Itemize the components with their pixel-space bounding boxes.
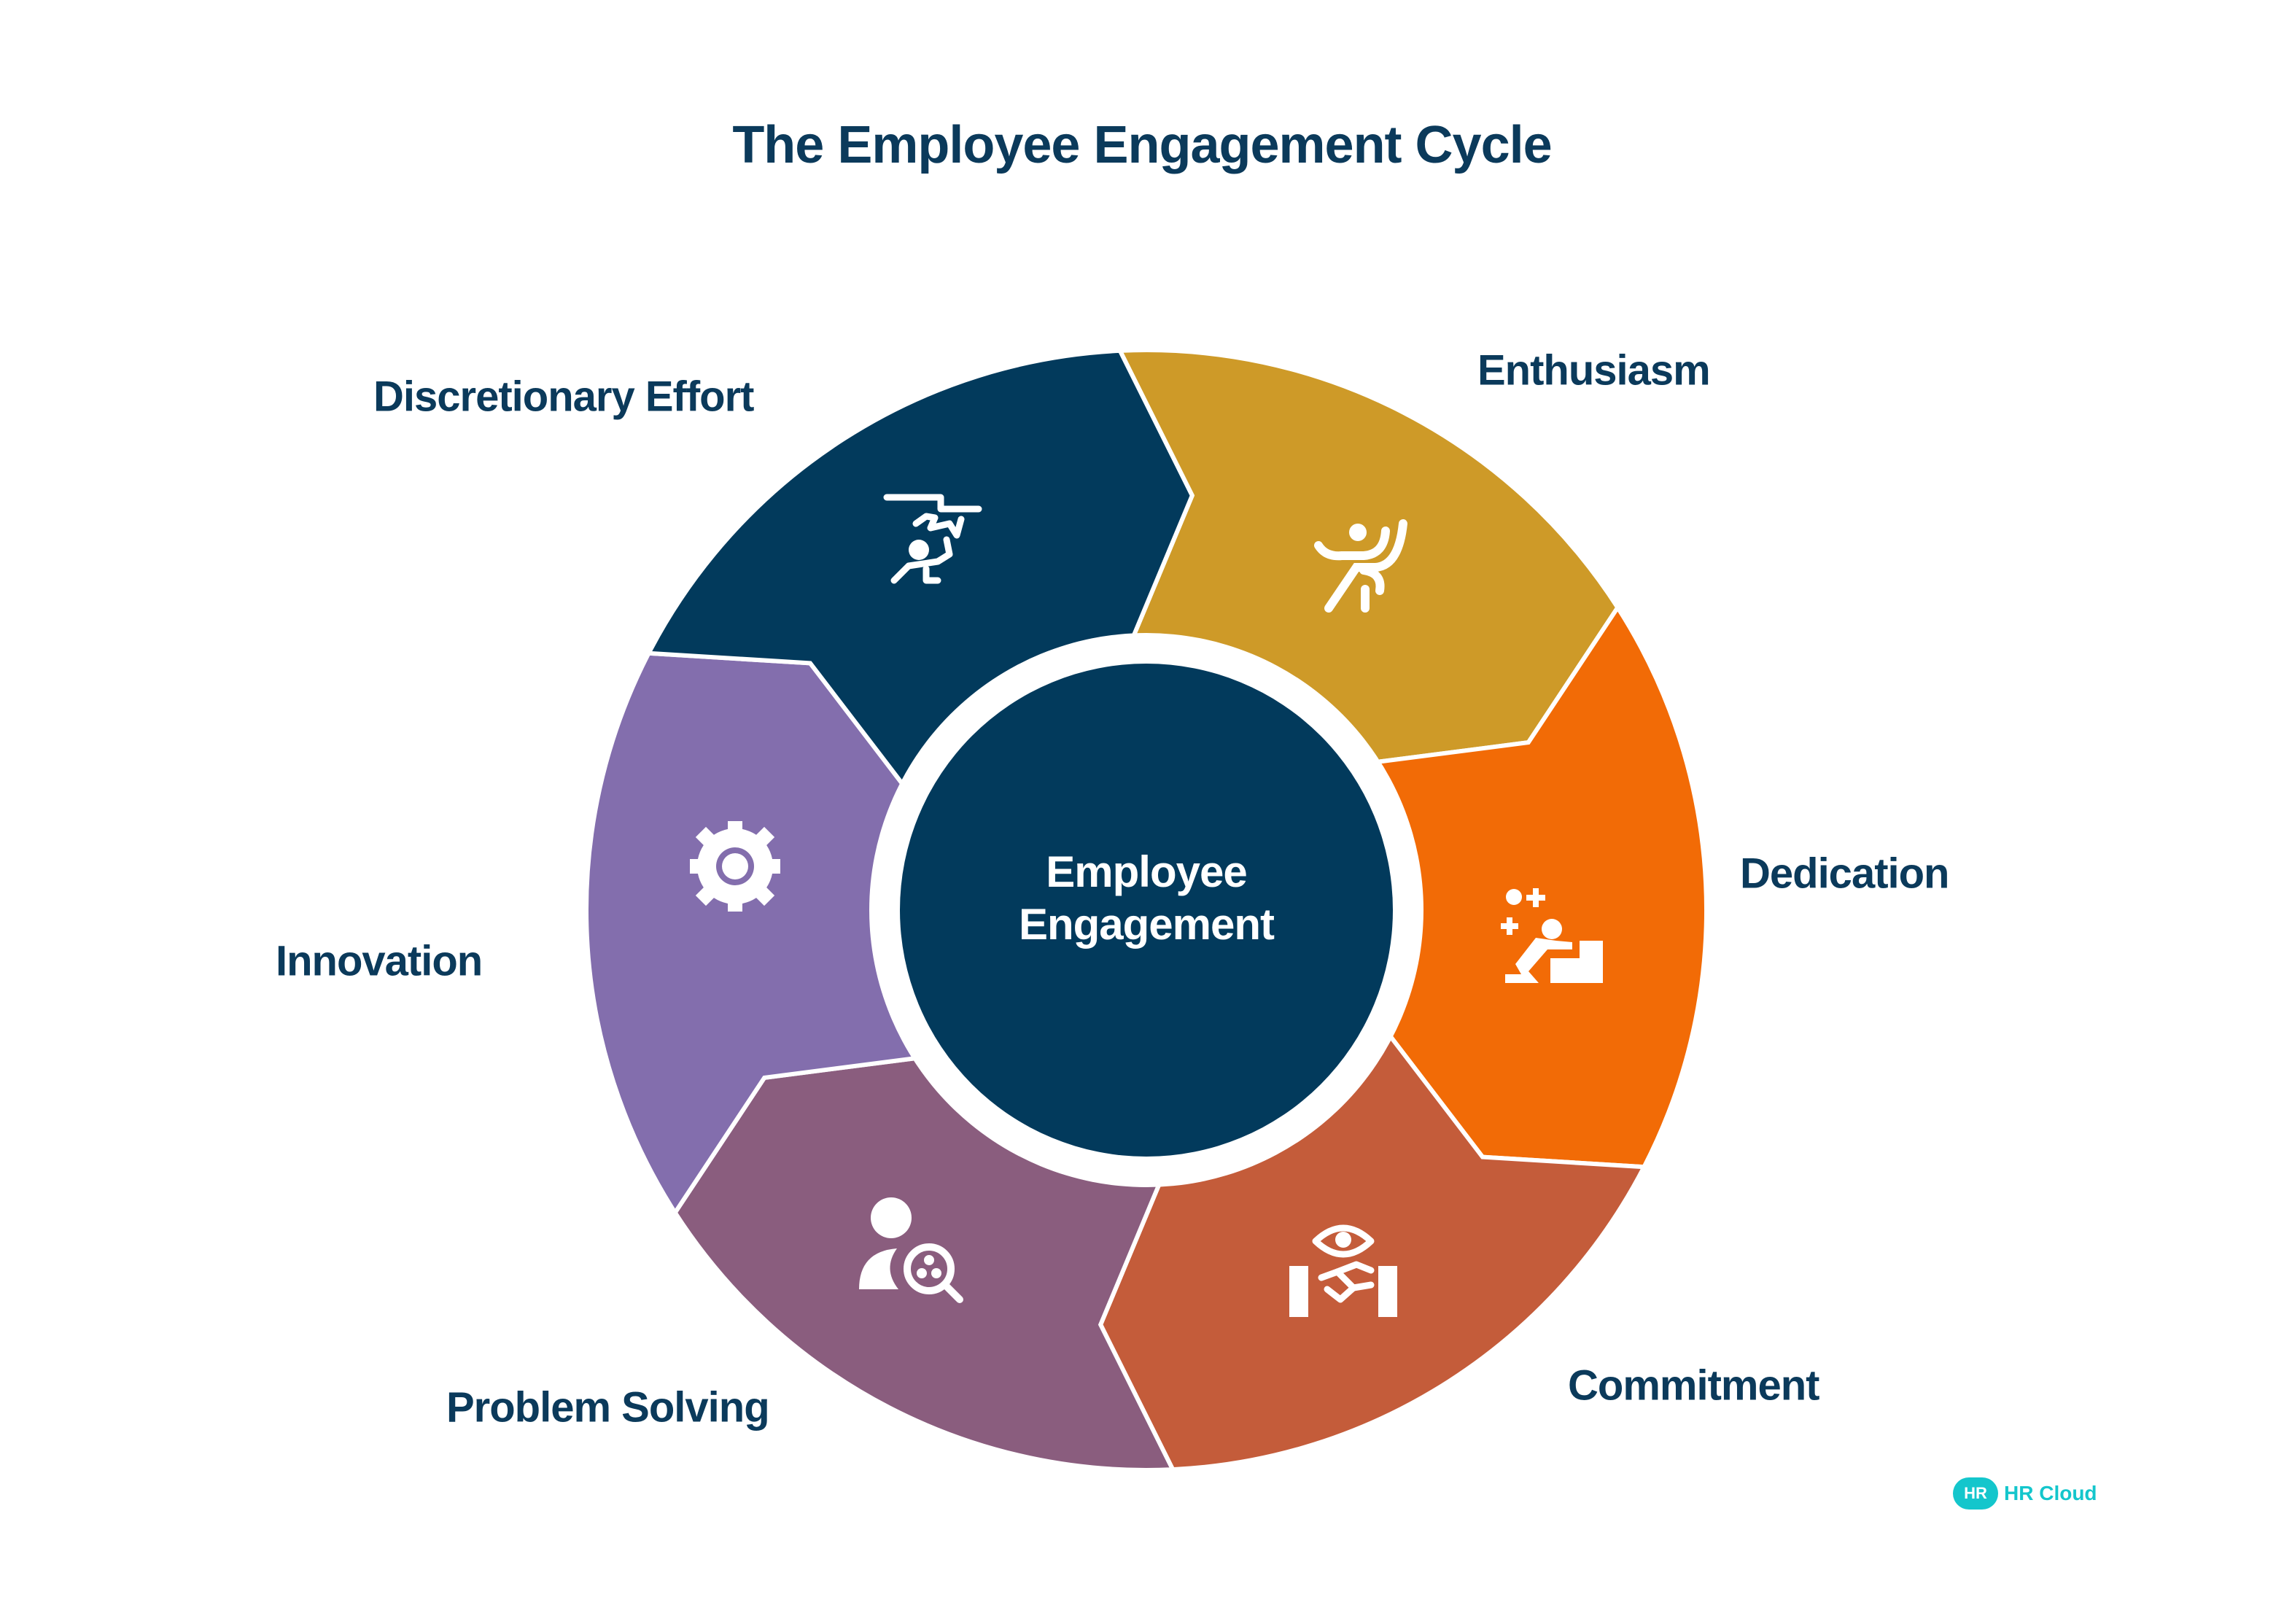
gear-lightbulb-icon	[690, 821, 780, 912]
cheering-person-icon	[1314, 519, 1407, 613]
logo-text: HR Cloud	[2004, 1482, 2097, 1504]
label-enthusiasm: Enthusiasm	[1477, 346, 1711, 395]
center-label-line2: Engagement	[1018, 900, 1275, 949]
center-label: Employee Engagement	[928, 846, 1365, 951]
handshake-eye-icon	[1289, 1224, 1397, 1317]
person-magnifier-icon	[859, 1197, 963, 1303]
hr-cloud-logo: HR HR Cloud	[1953, 1477, 2097, 1510]
label-dedication: Dedication	[1740, 850, 1949, 898]
label-innovation: Innovation	[276, 937, 483, 985]
label-commitment: Commitment	[1568, 1361, 1819, 1410]
logo-badge: HR	[1953, 1477, 1998, 1510]
center-circle	[900, 664, 1393, 1157]
label-problem-solving: Problem Solving	[446, 1383, 770, 1431]
page-title: The Employee Engagement Cycle	[732, 116, 1552, 174]
person-climbing-stairs-icon	[883, 494, 982, 584]
label-discretionary-effort: Discretionary Effort	[373, 373, 754, 421]
center-label-line1: Employee	[1046, 847, 1247, 896]
person-climbing-steps-icon	[1501, 888, 1603, 983]
